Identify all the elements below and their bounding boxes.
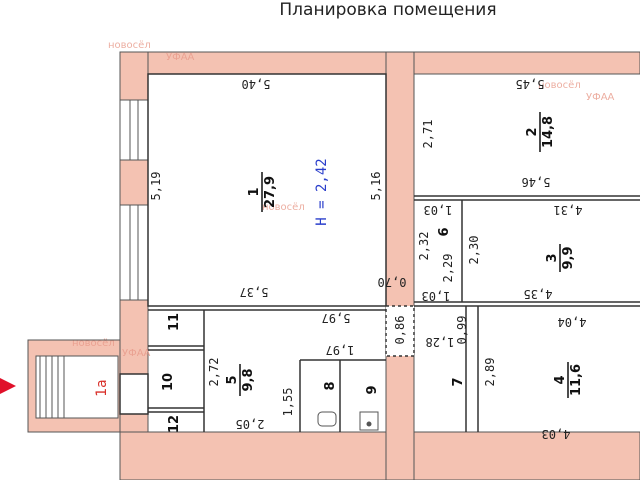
room-9-number: 9	[365, 385, 380, 394]
dim-label: 5,46	[522, 175, 551, 189]
watermark-sub: УФАА	[122, 348, 151, 359]
dim-label: 4,35	[524, 287, 553, 301]
dim-label: 4,03	[542, 427, 571, 441]
dim-label: 4,31	[554, 203, 583, 217]
dimension-labels: 5,40 5,19 5,16 5,37 5,45 2,71 5,46 1,03 …	[149, 77, 586, 441]
svg-text:5: 5	[225, 375, 240, 384]
room-8-number: 8	[323, 381, 338, 390]
dim-label: 2,71	[421, 120, 435, 149]
partitions	[119, 73, 640, 432]
dim-label: 1,03	[422, 289, 451, 303]
entrance-label: 1а	[94, 379, 110, 397]
dim-label: 0,86	[393, 316, 407, 345]
watermark-sub: УФАА	[586, 92, 615, 103]
entrance-arrow-icon	[0, 378, 16, 394]
room-11-number: 11	[167, 313, 182, 331]
svg-text:2: 2	[525, 127, 540, 136]
dim-label: 2,29	[441, 254, 455, 283]
svg-text:11,6: 11,6	[569, 364, 584, 396]
dim-label: 5,40	[242, 77, 271, 91]
dim-label: 1,03	[424, 203, 453, 217]
svg-text:3: 3	[545, 253, 560, 262]
watermark-sub: УФАА	[166, 52, 195, 63]
bathroom-fixtures	[317, 411, 379, 431]
svg-text:27,9: 27,9	[263, 176, 278, 208]
svg-text:14,8: 14,8	[541, 116, 556, 148]
dim-label: 2,05	[236, 417, 265, 431]
dim-label: 2,30	[467, 236, 481, 265]
dim-label: 1,28	[426, 335, 455, 349]
room-1-label: 1 27,9	[247, 172, 278, 212]
room-6-number: 6	[437, 227, 452, 236]
dim-label: 2,32	[417, 232, 431, 261]
dim-label: 2,89	[483, 358, 497, 387]
room-4-label: 4 11,6	[553, 362, 584, 398]
svg-text:9,9: 9,9	[561, 246, 576, 269]
room-2-label: 2 14,8	[525, 112, 556, 152]
room-5-label: 5 9,8	[225, 364, 256, 396]
plan-title: Планировка помещения	[279, 0, 497, 20]
watermarks: новосёл УФАА новосёл новосёл УФАА новосё…	[72, 40, 615, 359]
dim-label: 5,16	[369, 172, 383, 201]
room-7-number: 7	[451, 377, 466, 386]
dim-label: 0,70	[378, 275, 407, 289]
watermark-text: новосёл	[72, 338, 115, 349]
room-3-label: 3 9,9	[545, 244, 576, 272]
dim-label: 0,99	[455, 316, 469, 345]
dim-label: 1,55	[281, 388, 295, 417]
watermark-text: новосёл	[538, 80, 581, 91]
dim-label: 4,04	[558, 315, 587, 329]
dim-label: 5,45	[516, 77, 545, 91]
room-10-number: 10	[161, 373, 176, 391]
dim-label: 1,97	[326, 343, 355, 357]
dim-label: 5,19	[149, 172, 163, 201]
svg-text:9,8: 9,8	[241, 368, 256, 391]
watermark-text: новосёл	[108, 40, 151, 51]
ceiling-height: H = 2,42	[314, 158, 330, 225]
svg-text:4: 4	[553, 375, 568, 384]
dim-label: 5,97	[322, 311, 351, 325]
dim-label: 5,37	[240, 285, 269, 299]
watermark-text: новосёл	[262, 202, 305, 213]
dim-label: 2,72	[207, 358, 221, 387]
room-12-number: 12	[167, 415, 182, 433]
svg-text:1: 1	[247, 187, 262, 196]
